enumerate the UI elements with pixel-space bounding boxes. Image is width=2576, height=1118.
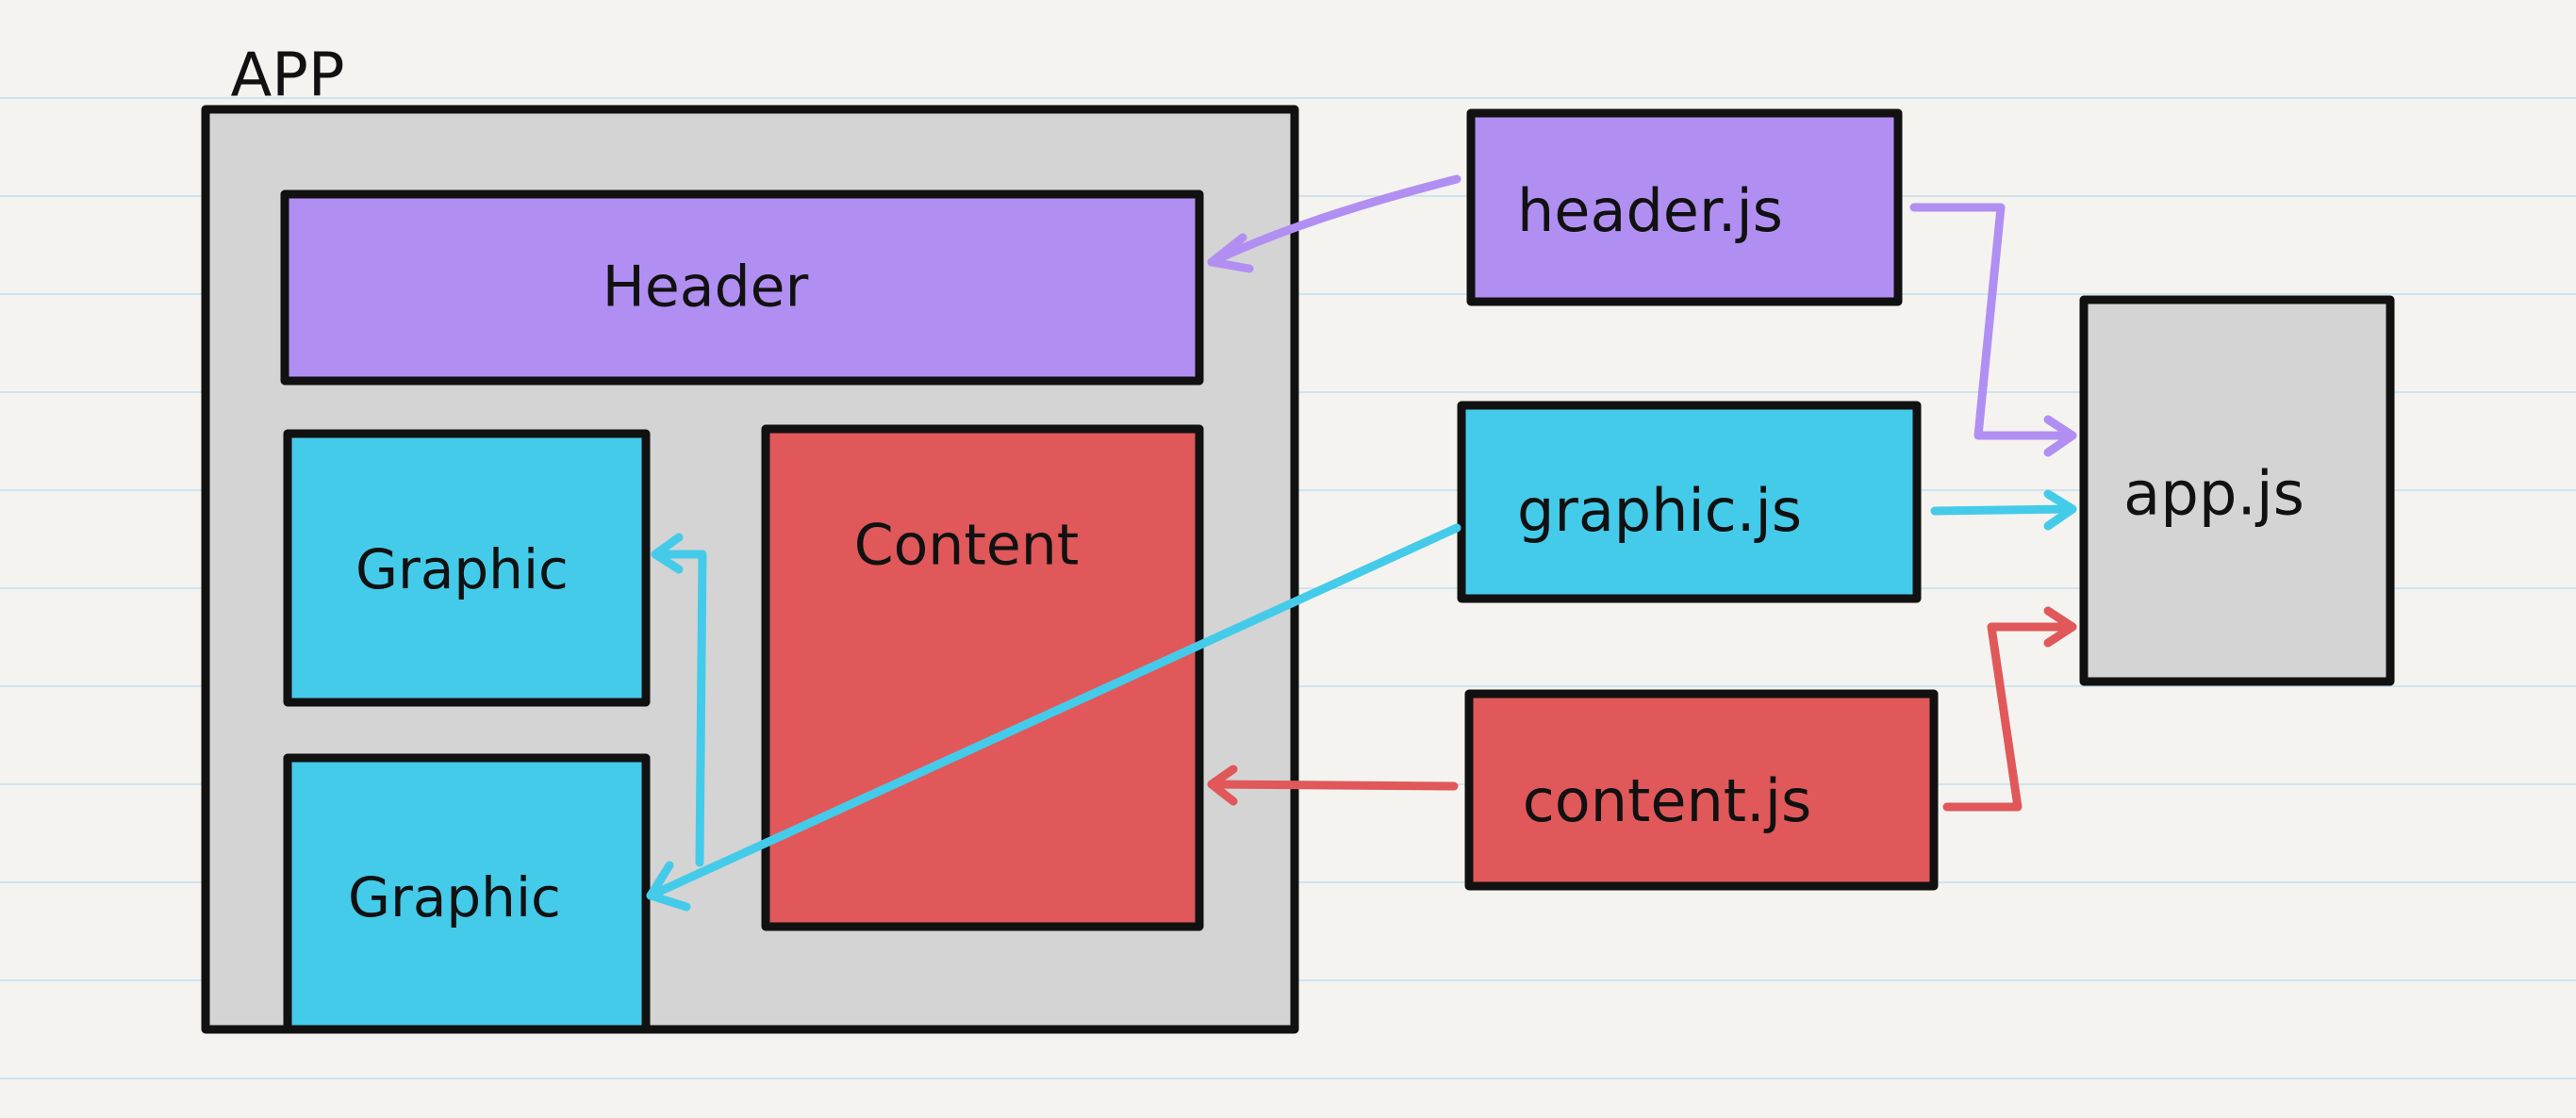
header-js-file xyxy=(1466,108,1903,306)
content-component-label: Content xyxy=(854,513,1080,579)
app-js-file xyxy=(2079,295,2395,686)
app-js-label: app.js xyxy=(2123,460,2304,530)
arrow-head-app-js-graphic xyxy=(2043,489,2077,531)
arrow-graphic-js-to-graphic xyxy=(646,523,1461,900)
arrow-head-graphic-top xyxy=(651,533,684,574)
arrow-graphic-js-to-app-js xyxy=(1930,504,2077,516)
arrow-head-graphic-bottom xyxy=(646,861,691,912)
graphic-component-bottom-label: Graphic xyxy=(348,865,561,929)
arrow-head-content xyxy=(1207,765,1238,806)
arrow-content-js-to-app-js xyxy=(1942,622,2077,812)
arrow-header-js-to-header xyxy=(1207,174,1461,267)
content-js-file xyxy=(1464,689,1939,891)
graphic-js-label: graphic.js xyxy=(1517,476,1802,545)
app-title: APP xyxy=(231,41,345,111)
arrow-graphic-to-graphic xyxy=(651,550,707,867)
arrow-head-app-js-content xyxy=(2043,606,2077,648)
header-js-label: header.js xyxy=(1517,176,1783,245)
header-component xyxy=(280,189,1204,386)
content-js-label: content.js xyxy=(1523,766,1812,835)
arrow-content-js-to-content xyxy=(1207,780,1459,791)
header-component-label: Header xyxy=(603,255,809,321)
arrow-head-header xyxy=(1207,233,1254,273)
graphic-component-top-label: Graphic xyxy=(355,537,569,601)
arrow-head-app-js-header xyxy=(2043,415,2077,457)
graphic-js-file xyxy=(1457,401,1922,603)
arrow-header-js-to-app-js xyxy=(1909,203,2077,440)
graphic-component-top xyxy=(283,429,651,707)
graphic-component-bottom xyxy=(283,753,651,1034)
